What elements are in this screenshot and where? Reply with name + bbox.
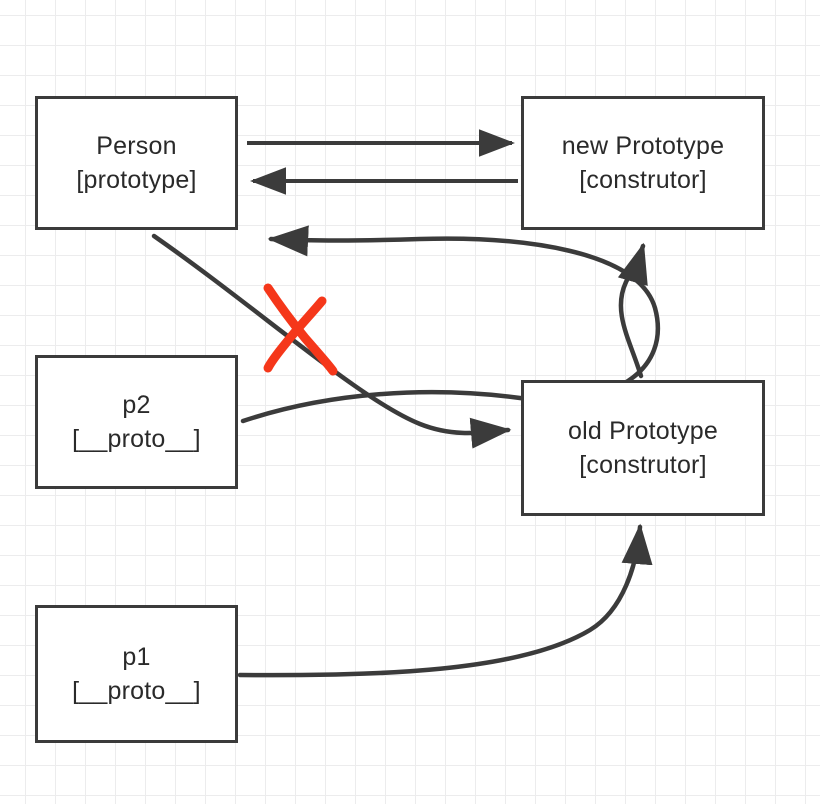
node-p2-line2: [__proto__] [72,425,201,453]
edge-old-prototype-to-new-prototype [617,242,648,379]
node-person[interactable]: Person [prototype] [35,96,238,230]
node-old-prototype-line2: [construtor] [579,451,707,479]
node-old-prototype-line1: old Prototype [568,416,718,445]
node-p1-line1: p1 [122,642,151,671]
node-person-line2: [prototype] [76,166,197,194]
edge-p1-to-old-prototype [237,523,653,678]
node-person-line1: Person [96,131,177,160]
node-p2[interactable]: p2 [__proto__] [35,355,238,489]
node-new-prototype[interactable]: new Prototype [construtor] [521,96,765,230]
node-p1-line2: [__proto__] [72,677,201,705]
node-p1[interactable]: p1 [__proto__] [35,605,238,743]
cross-out-mark-icon [263,283,338,376]
node-new-prototype-line1: new Prototype [561,131,725,160]
node-new-prototype-line2: [construtor] [579,166,707,194]
node-old-prototype[interactable]: old Prototype [construtor] [521,380,765,516]
node-p2-line1: p2 [122,390,151,419]
